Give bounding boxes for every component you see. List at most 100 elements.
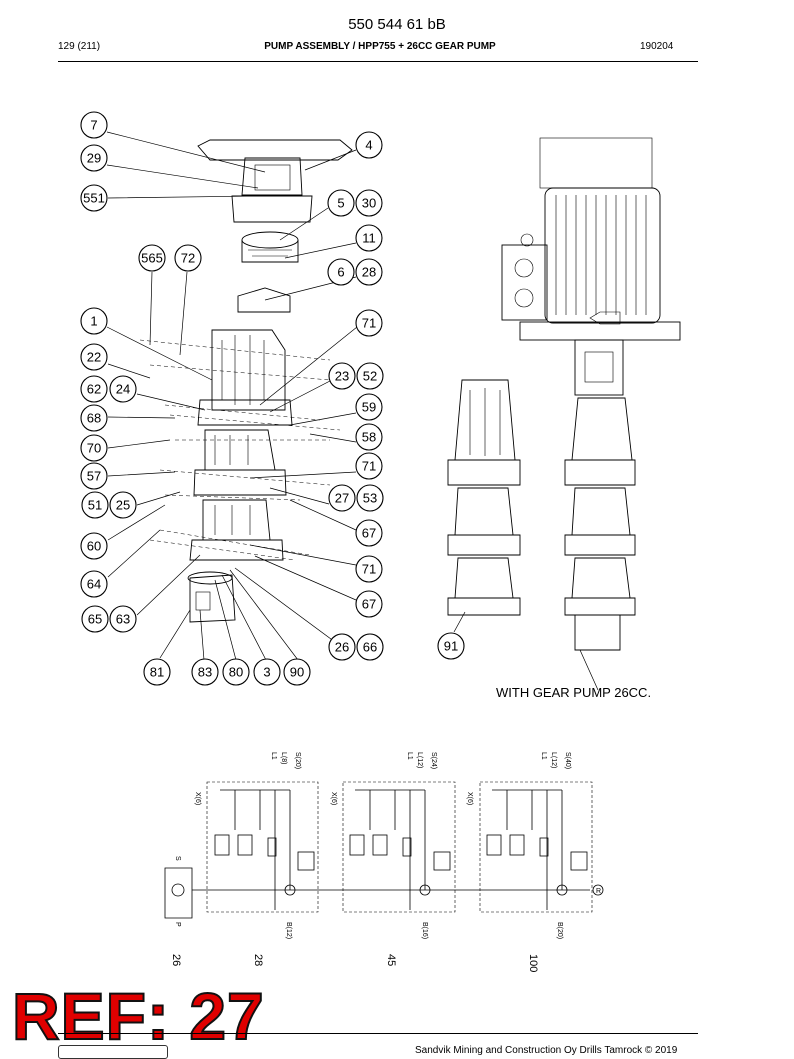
svg-text:11: 11 bbox=[362, 231, 376, 246]
svg-text:29: 29 bbox=[87, 151, 101, 166]
assembly-lines bbox=[139, 339, 341, 561]
svg-text:1: 1 bbox=[90, 314, 97, 329]
svg-text:24: 24 bbox=[116, 382, 130, 397]
callout-71: 71 bbox=[355, 309, 383, 337]
callout-57: 57 bbox=[80, 462, 108, 490]
svg-text:L(8): L(8) bbox=[280, 752, 287, 764]
callout-64: 64 bbox=[80, 570, 108, 598]
svg-text:68: 68 bbox=[87, 411, 101, 426]
svg-text:22: 22 bbox=[87, 350, 101, 365]
svg-text:63: 63 bbox=[116, 612, 130, 627]
svg-text:28: 28 bbox=[252, 954, 264, 966]
callout-71-c: 71 bbox=[355, 555, 383, 583]
svg-text:62: 62 bbox=[87, 382, 101, 397]
callout-60: 60 bbox=[80, 532, 108, 560]
sandvik-logo bbox=[58, 1045, 168, 1059]
schematic-labels: S(20) L(8) L1 X(6) B(12) S(24) L(12) L1 … bbox=[170, 752, 601, 972]
callout-565: 565 bbox=[138, 244, 166, 272]
svg-text:5: 5 bbox=[337, 196, 344, 211]
svg-text:51: 51 bbox=[88, 498, 102, 513]
svg-text:67: 67 bbox=[362, 526, 376, 541]
svg-text:71: 71 bbox=[362, 316, 376, 331]
svg-text:26: 26 bbox=[335, 640, 349, 655]
svg-text:26: 26 bbox=[170, 954, 182, 966]
svg-text:S(20): S(20) bbox=[294, 752, 301, 769]
footer-copyright: Sandvik Mining and Construction Oy Drill… bbox=[415, 1045, 678, 1056]
callout-83: 83 bbox=[191, 658, 219, 686]
callout-67-b: 67 bbox=[355, 590, 383, 618]
callout-6: 6 bbox=[327, 258, 355, 286]
main-pump-stack bbox=[189, 329, 293, 561]
callout-90: 90 bbox=[283, 658, 311, 686]
callout-59: 59 bbox=[355, 393, 383, 421]
callout-62: 62 bbox=[80, 375, 108, 403]
hydraulic-schematic bbox=[164, 781, 604, 919]
svg-text:65: 65 bbox=[88, 612, 102, 627]
svg-text:71: 71 bbox=[362, 562, 376, 577]
page-title: PUMP ASSEMBLY / HPP755 + 26CC GEAR PUMP bbox=[264, 41, 496, 52]
svg-text:64: 64 bbox=[87, 577, 101, 592]
callout-63: 63 bbox=[109, 605, 137, 633]
callout-7: 7 bbox=[80, 111, 108, 139]
electric-motor bbox=[501, 137, 681, 341]
svg-text:71: 71 bbox=[362, 459, 376, 474]
callout-68: 68 bbox=[80, 404, 108, 432]
svg-text:60: 60 bbox=[87, 539, 101, 554]
svg-text:X(6): X(6) bbox=[330, 792, 337, 805]
callout-91: 91 bbox=[437, 632, 465, 660]
svg-text:66: 66 bbox=[363, 640, 377, 655]
callout-1: 1 bbox=[80, 307, 108, 335]
svg-text:57: 57 bbox=[87, 469, 101, 484]
callout-80: 80 bbox=[222, 658, 250, 686]
svg-text:100: 100 bbox=[527, 954, 539, 972]
callout-52: 52 bbox=[356, 362, 384, 390]
svg-text:28: 28 bbox=[362, 265, 376, 280]
callout-58: 58 bbox=[355, 423, 383, 451]
leader-lines bbox=[106, 131, 466, 661]
callout-65: 65 bbox=[81, 605, 109, 633]
svg-text:6: 6 bbox=[337, 265, 344, 280]
callout-71-b: 71 bbox=[355, 452, 383, 480]
gear-pump-caption: WITH GEAR PUMP 26CC. bbox=[496, 685, 652, 700]
svg-text:83: 83 bbox=[198, 665, 212, 680]
callout-27: 27 bbox=[328, 484, 356, 512]
gear-pump bbox=[187, 571, 236, 623]
svg-text:B(16): B(16) bbox=[421, 922, 428, 939]
svg-text:R: R bbox=[596, 888, 601, 895]
callout-5: 5 bbox=[327, 189, 355, 217]
callout-67: 67 bbox=[355, 519, 383, 547]
svg-text:7: 7 bbox=[90, 118, 97, 133]
svg-text:58: 58 bbox=[362, 430, 376, 445]
svg-text:L1: L1 bbox=[270, 752, 277, 760]
svg-text:3: 3 bbox=[263, 665, 270, 680]
date-code: 190204 bbox=[640, 41, 674, 52]
assembled-pump-stack-right bbox=[564, 397, 636, 691]
svg-text:27: 27 bbox=[335, 491, 349, 506]
svg-text:67: 67 bbox=[362, 597, 376, 612]
svg-text:X(6): X(6) bbox=[466, 792, 473, 805]
callout-551: 551 bbox=[80, 184, 108, 212]
svg-text:4: 4 bbox=[365, 138, 372, 153]
callout-53: 53 bbox=[356, 484, 384, 512]
svg-text:91: 91 bbox=[444, 639, 458, 654]
callout-23: 23 bbox=[328, 362, 356, 390]
motor-flange bbox=[197, 139, 353, 223]
callout-25: 25 bbox=[109, 491, 137, 519]
header-rule bbox=[58, 61, 698, 62]
svg-text:25: 25 bbox=[116, 498, 130, 513]
svg-text:72: 72 bbox=[181, 251, 195, 266]
document-number: 550 544 61 bB bbox=[348, 16, 446, 33]
svg-text:X(6): X(6) bbox=[194, 792, 201, 805]
svg-text:90: 90 bbox=[290, 665, 304, 680]
svg-text:70: 70 bbox=[87, 441, 101, 456]
svg-text:23: 23 bbox=[335, 369, 349, 384]
callout-4: 4 bbox=[355, 131, 383, 159]
callout-51: 51 bbox=[81, 491, 109, 519]
svg-text:S(24): S(24) bbox=[430, 752, 437, 769]
callout-22: 22 bbox=[80, 343, 108, 371]
callout-70: 70 bbox=[80, 434, 108, 462]
callout-81: 81 bbox=[143, 658, 171, 686]
footer-rule bbox=[58, 1033, 698, 1034]
svg-text:P: P bbox=[174, 922, 181, 927]
